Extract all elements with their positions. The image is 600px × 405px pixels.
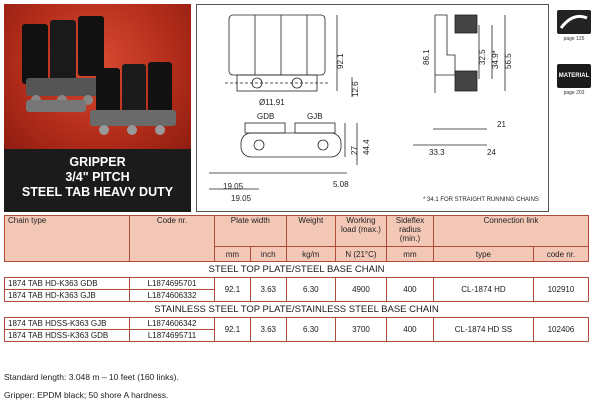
dim-27: 27 <box>350 146 359 155</box>
dim-86-1: 86.1 <box>422 49 431 65</box>
table-row: 1874 TAB HDSS-K363 GJB L1874606342 92.1 … <box>4 317 590 342</box>
cell-link-type: CL-1874 HD <box>432 277 534 302</box>
drawing-footnote: * 34.1 FOR STRAIGHT RUNNING CHAINS <box>423 197 539 203</box>
title-line-3: STEEL TAB HEAVY DUTY <box>21 185 174 199</box>
dim-34-9: 34.9* <box>491 50 500 69</box>
cell-code: L1874606342 <box>129 317 215 330</box>
cell-code: L1874695711 <box>129 329 215 342</box>
header-weight: Weight <box>285 215 336 247</box>
cell-code: L1874695701 <box>129 277 215 290</box>
cell-plate-inch: 3.63 <box>249 317 287 342</box>
chain-profile-icon <box>557 10 591 34</box>
cell-weight: 6.30 <box>285 277 336 302</box>
dim-44-4: 44.4 <box>362 139 371 155</box>
page-ref-1: page 125 <box>563 36 585 42</box>
technical-drawing: Ø11.91 92.1 12.6 86.1 32.5 34.9* 56.5 21… <box>209 14 539 203</box>
title-line-1: GRIPPER <box>69 155 126 169</box>
header-sideflex: Sideflex radius (min.) <box>385 215 434 247</box>
header-chain-type: Chain type <box>4 215 130 262</box>
header-plate-width: Plate width <box>214 215 287 247</box>
dim-21: 21 <box>497 120 506 129</box>
cell-link-code: 102910 <box>532 277 590 302</box>
unit-kgm: kg/m <box>285 246 336 262</box>
spec-table: Chain type Code nr. Plate width Weight W… <box>4 215 590 342</box>
unit-inch: inch <box>249 246 287 262</box>
cell-load: 4900 <box>334 277 387 302</box>
cell-chain-type: 1874 TAB HDSS-K363 GDB <box>4 329 130 342</box>
unit-mm-radius: mm <box>385 246 434 262</box>
chain-photo-illustration <box>22 16 176 135</box>
section-title-steel: STEEL TOP PLATE/STEEL BASE CHAIN <box>4 261 589 278</box>
title-line-2: 3/4" PITCH <box>65 170 130 184</box>
table-row: 1874 TAB HD-K363 GDB L1874695701 92.1 3.… <box>4 277 590 302</box>
unit-mm: mm <box>214 246 251 262</box>
cell-chain-type: 1874 TAB HD-K363 GDB <box>4 277 130 290</box>
dim-5-08: 5.08 <box>333 180 349 189</box>
section-title-stainless: STAINLESS STEEL TOP PLATE/STAINLESS STEE… <box>4 301 589 318</box>
dim-19-05-b: 19.05 <box>231 194 252 203</box>
table-row: 1874 TAB HD-K363 GJB L1874606332 <box>4 289 589 302</box>
dim-d: Ø11.91 <box>259 98 285 107</box>
product-title: GRIPPER 3/4" PITCH STEEL TAB HEAVY DUTY <box>4 149 191 212</box>
cell-plate-mm: 92.1 <box>214 317 251 342</box>
cell-sideflex: 400 <box>385 317 434 342</box>
dim-19-05-a: 19.05 <box>223 182 244 191</box>
header-code-nr: Code nr. <box>129 215 215 262</box>
cell-sideflex: 400 <box>385 277 434 302</box>
cell-weight: 6.30 <box>285 317 336 342</box>
material-icon: MATERIAL <box>557 64 591 88</box>
product-photo <box>4 4 191 149</box>
unit-type: type <box>432 246 534 262</box>
cell-plate-inch: 3.63 <box>249 277 287 302</box>
cell-chain-type: 1874 TAB HD-K363 GJB <box>4 289 130 302</box>
cell-load: 3700 <box>334 317 387 342</box>
table-row: 1874 TAB HDSS-K363 GDB L1874695711 <box>4 329 589 342</box>
footnote-standard-length: Standard length: 3.048 m – 10 feet (160 … <box>4 372 179 382</box>
header-connection-link: Connection link <box>432 215 590 247</box>
cell-chain-type: 1874 TAB HDSS-K363 GJB <box>4 317 130 330</box>
cell-code: L1874606332 <box>129 289 215 302</box>
dim-92-1: 92.1 <box>336 53 345 69</box>
cell-link-type: CL-1874 HD SS <box>432 317 534 342</box>
page-ref-2: page 203 <box>563 90 585 96</box>
dim-24: 24 <box>487 148 496 157</box>
dim-33-3: 33.3 <box>429 148 445 157</box>
dim-56-5: 56.5 <box>504 53 513 69</box>
dim-32-5: 32.5 <box>478 49 487 65</box>
label-gjb: GJB <box>307 112 323 121</box>
material-label: MATERIAL <box>558 73 590 79</box>
cell-link-code: 102406 <box>532 317 590 342</box>
header-working-load: Working load (max.) <box>334 215 387 247</box>
footnote-gripper: Gripper: EPDM black; 50 shore A hardness… <box>4 390 169 400</box>
unit-n: N (21°C) <box>334 246 387 262</box>
unit-code: code nr. <box>532 246 590 262</box>
dim-12-6: 12.6 <box>351 81 360 97</box>
cell-plate-mm: 92.1 <box>214 277 251 302</box>
label-gdb: GDB <box>257 112 274 121</box>
